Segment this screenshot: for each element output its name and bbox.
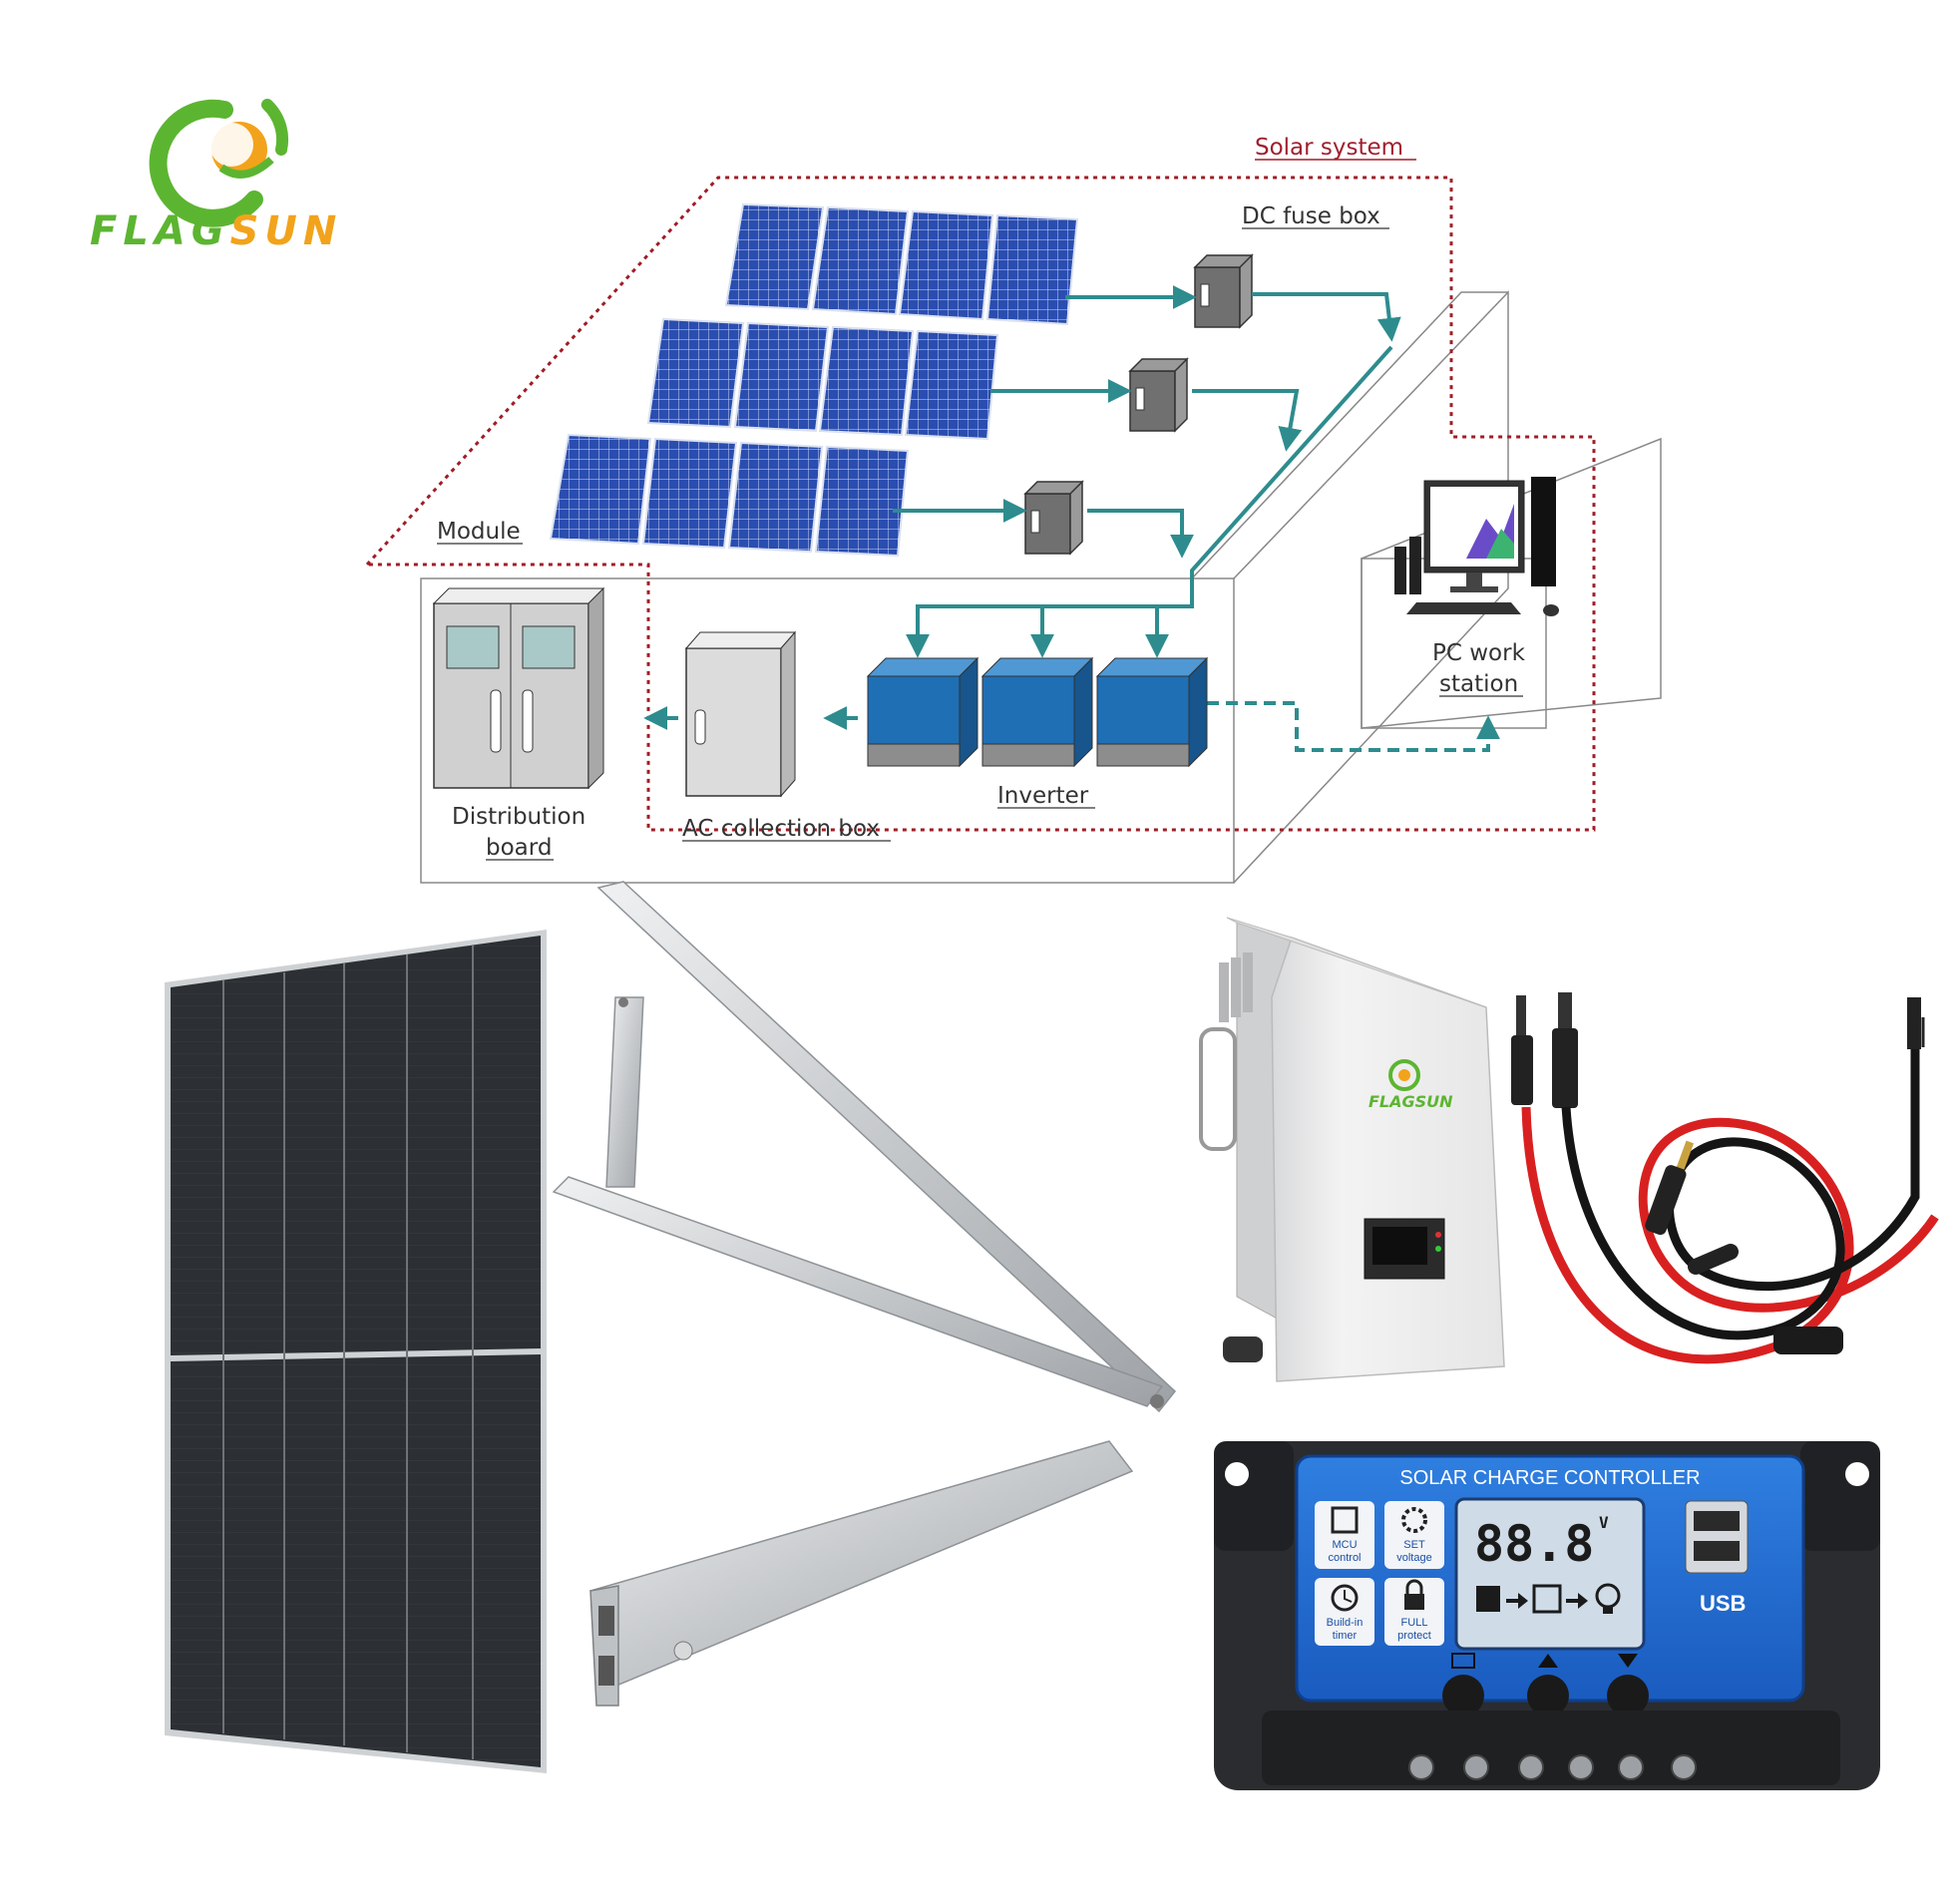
brand-name: FLAGSUN <box>90 208 342 254</box>
usb-label: USB <box>1700 1591 1746 1616</box>
usb-ports[interactable]: USB <box>1685 1500 1749 1616</box>
menu-button[interactable] <box>1442 1675 1484 1716</box>
lock-icon <box>1404 1594 1424 1610</box>
controller-lcd: 88.8 V <box>1454 1497 1646 1651</box>
terminal-block <box>1262 1711 1840 1785</box>
panel-array-3 <box>549 433 910 558</box>
gear-icon <box>1401 1507 1427 1533</box>
controller-feature-icons: MCU control SET voltage Build-in timer F… <box>1315 1501 1444 1646</box>
solar-system-diagram: Solar system <box>363 135 1662 884</box>
chip-icon <box>1331 1506 1359 1534</box>
down-button[interactable] <box>1607 1675 1649 1716</box>
pc-work-station <box>1394 477 1559 616</box>
solar-charge-controller: SOLAR CHARGE CONTROLLER MCU control SET … <box>1214 1441 1880 1790</box>
pc-work-station-label-line1: PC work <box>1432 640 1526 666</box>
mc4-cable-product <box>1511 992 1939 1364</box>
ac-collection-box <box>684 630 797 798</box>
feature-mcu-line1: MCU <box>1332 1539 1357 1551</box>
feature-timer-line2: timer <box>1333 1630 1358 1642</box>
feature-protect-line2: protect <box>1397 1630 1431 1642</box>
inverter-logo-icon <box>1388 1059 1420 1091</box>
controller-buttons <box>1442 1653 1649 1716</box>
mounting-rail-product <box>589 1440 1134 1707</box>
lcd-flow-icon <box>1476 1583 1621 1614</box>
down-icon <box>1618 1654 1638 1668</box>
dc-fuse-box-2 <box>1128 357 1189 433</box>
distribution-board-label-line2: board <box>486 835 552 861</box>
diagram-labels: Module DC fuse box PC work station Inver… <box>437 203 1526 861</box>
lcd-unit: V <box>1599 1513 1609 1532</box>
building-outline <box>420 290 1662 884</box>
inverter-label: Inverter <box>997 783 1089 809</box>
feature-set-line2: voltage <box>1396 1552 1431 1564</box>
module-label: Module <box>437 519 521 545</box>
distribution-board-label-line1: Distribution <box>452 804 586 830</box>
ac-collection-box-label: AC collection box <box>682 816 880 842</box>
feature-timer-line1: Build-in <box>1327 1617 1364 1629</box>
inverter-units <box>866 656 1209 768</box>
feature-mcu-line2: control <box>1328 1552 1361 1564</box>
sun-logo-icon <box>149 99 289 227</box>
distribution-board <box>432 586 605 790</box>
solar-system-boundary <box>363 176 1596 832</box>
dc-fuse-box-label: DC fuse box <box>1242 203 1380 229</box>
feature-set-line1: SET <box>1403 1539 1425 1551</box>
inverter-heatsink <box>1219 952 1253 1022</box>
menu-icon <box>1451 1653 1475 1669</box>
triangle-bracket-product <box>552 881 1177 1413</box>
dc-flow-lines <box>643 285 1500 752</box>
panel-array-2 <box>646 317 999 441</box>
pc-work-station-label-line2: station <box>1439 671 1518 697</box>
up-icon <box>1538 1654 1558 1668</box>
feature-protect-line1: FULL <box>1401 1617 1428 1629</box>
flagsun-inverter-product: FLAGSUN <box>1199 917 1505 1382</box>
flagsun-logo: FLAGSUN <box>90 99 342 254</box>
solar-panel-product <box>165 930 547 1773</box>
panel-array-1 <box>724 202 1079 326</box>
clock-icon <box>1331 1584 1359 1612</box>
lcd-value: 88.8 <box>1474 1515 1594 1573</box>
controller-title: SOLAR CHARGE CONTROLLER <box>1399 1467 1700 1489</box>
dc-fuse-box-1 <box>1193 253 1254 329</box>
inverter-brand-label: FLAGSUN <box>1368 1092 1453 1111</box>
boundary-label: Solar system <box>1255 135 1403 161</box>
dc-fuse-box-3 <box>1023 480 1084 556</box>
up-button[interactable] <box>1527 1675 1569 1716</box>
